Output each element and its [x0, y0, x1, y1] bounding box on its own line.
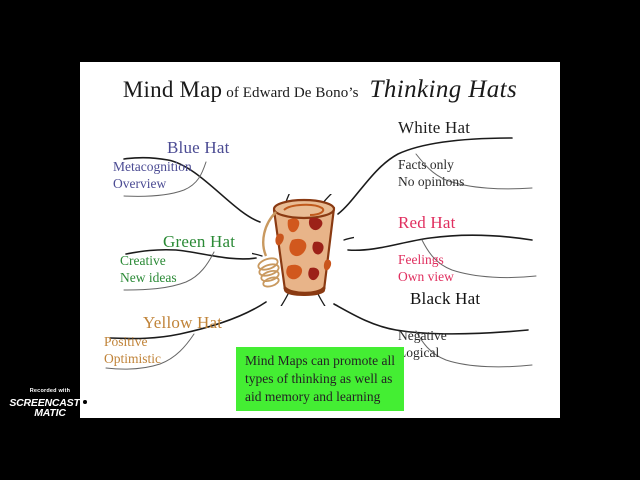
hat-tassel [257, 257, 280, 288]
node-detail-line: Logical [398, 345, 440, 361]
callout-line: types of thinking as well as [245, 370, 393, 386]
node-category-label: White Hat [398, 118, 471, 137]
node-detail-line: Overview [113, 176, 167, 192]
node-category-label: Yellow Hat [143, 313, 223, 332]
node-details: Facts only No opinions [398, 156, 470, 191]
subbranch-red [421, 239, 537, 279]
callout-line: aid memory and learning [245, 388, 381, 404]
branch-blue [123, 156, 261, 223]
node-detail-line: Feelings [398, 252, 444, 267]
hat-top-swirl [283, 203, 325, 216]
callout-box: Mind Maps can promote all types of think… [236, 347, 404, 412]
watermark-brand: SCREENCASTMATIC [4, 396, 96, 419]
subbranch-yellow [105, 333, 195, 370]
node-detail-line: Positive [104, 334, 148, 349]
subbranch-green [123, 251, 215, 291]
record-dot-icon [80, 397, 90, 407]
node-details: Positive Optimistic [104, 333, 222, 368]
node-category-label: Blue Hat [167, 138, 230, 157]
branch-white [337, 137, 513, 215]
callout-line: Mind Maps can promote all [245, 353, 395, 368]
node-details: Negative Logical [398, 327, 480, 362]
branch-green [125, 248, 257, 260]
hat-cord [262, 211, 277, 257]
node-detail-line: No opinions [398, 174, 465, 190]
hat-pattern [275, 217, 332, 281]
watermark-brand-left: SCREENCAST [9, 396, 80, 409]
title-main: Mind Map [122, 77, 223, 102]
node-details: Metacognition Overview [113, 158, 230, 193]
watermark-brand-right: MATIC [34, 407, 66, 419]
mindmap-node-blue-hat[interactable]: Blue Hat Metacognition Overview [113, 138, 230, 193]
page-title: Mind Map of Edward De Bono’s Thinking Ha… [80, 76, 560, 104]
subbranch-white [415, 153, 533, 190]
mindmap-node-black-hat[interactable]: Black Hat Negative Logical [398, 289, 480, 362]
node-detail-line: New ideas [120, 270, 177, 286]
mind-map-branches [105, 137, 537, 370]
subbranch-black [415, 330, 533, 368]
thinking-hat-icon [252, 194, 354, 306]
title-italic: Thinking Hats [369, 76, 518, 103]
hat-top [272, 198, 336, 220]
node-details: Feelings Own view [398, 251, 456, 286]
subbranch-blue [123, 161, 207, 197]
node-detail-line: Own view [398, 269, 454, 285]
screencast-o-matic-watermark: Recorded with SCREENCASTMATIC [4, 388, 96, 419]
mindmap-node-yellow-hat[interactable]: Yellow Hat Positive Optimistic [104, 313, 222, 368]
slide-canvas: Mind Map of Edward De Bono’s Thinking Ha… [80, 62, 560, 418]
node-category-label: Green Hat [163, 232, 236, 251]
branch-yellow [109, 301, 267, 340]
title-middle: of Edward De Bono’s [226, 85, 359, 101]
mindmap-node-green-hat[interactable]: Green Hat Creative New ideas [120, 232, 235, 287]
branch-black [333, 303, 529, 335]
watermark-caption: Recorded with [29, 388, 71, 394]
node-details: Creative New ideas [120, 252, 235, 287]
node-detail-line: Creative [120, 253, 166, 268]
node-detail-line: Facts only [398, 157, 454, 172]
node-category-label: Red Hat [398, 213, 456, 232]
node-category-label: Black Hat [410, 289, 481, 308]
node-detail-line: Negative [398, 328, 447, 343]
hat-rim [283, 286, 326, 295]
branch-red [347, 234, 533, 252]
node-detail-line: Metacognition [113, 159, 192, 174]
node-detail-line: Optimistic [104, 351, 161, 367]
mindmap-node-white-hat[interactable]: White Hat Facts only No opinions [398, 118, 470, 191]
mindmap-node-red-hat[interactable]: Red Hat Feelings Own view [398, 213, 456, 286]
